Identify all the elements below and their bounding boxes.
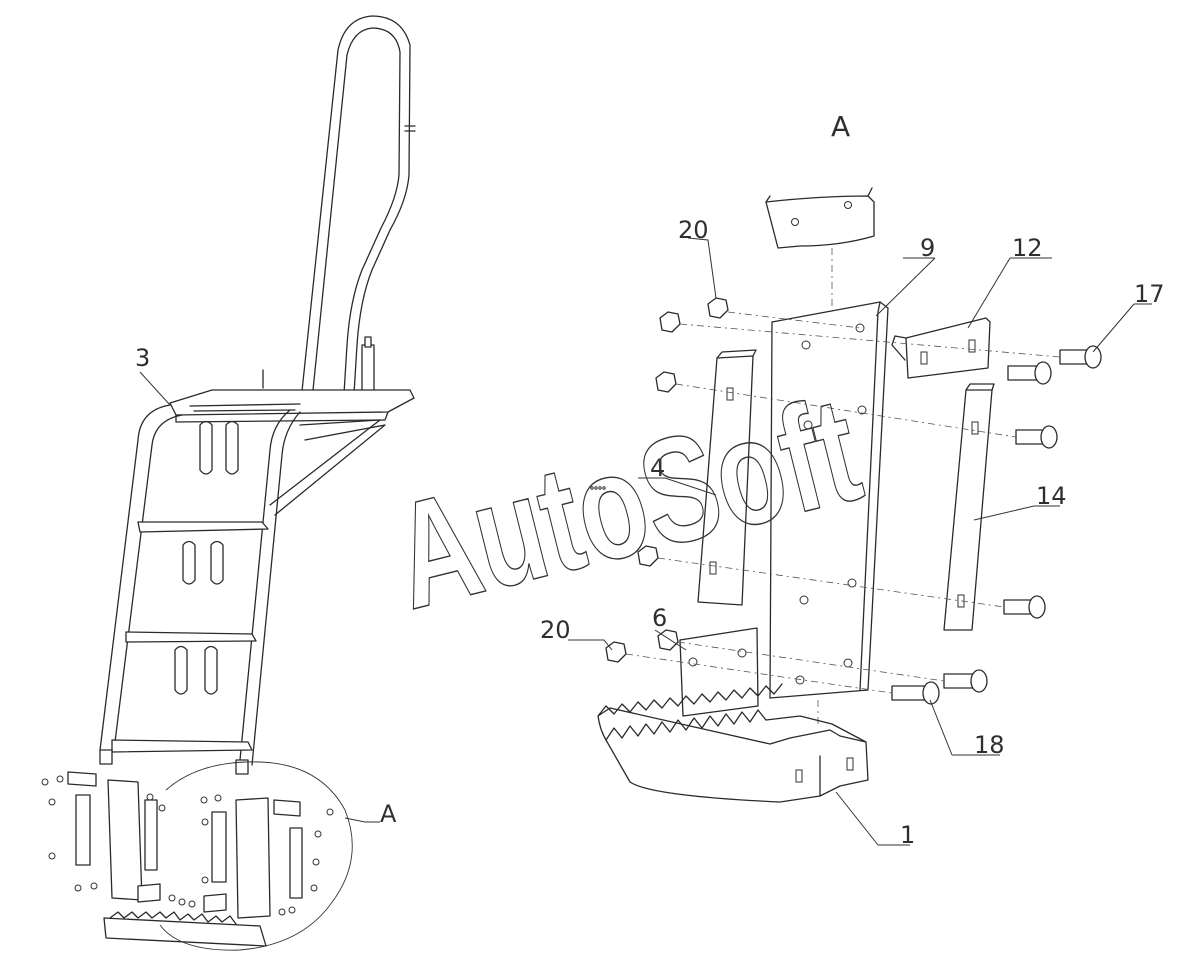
callout-14: 14	[1036, 482, 1067, 510]
callout-4: 4	[650, 454, 665, 482]
step-tread	[597, 683, 869, 803]
mini-exploded-views	[41, 761, 353, 951]
view-label-a: A	[831, 110, 850, 143]
callout-detail-a: A	[380, 800, 397, 828]
callout-17: 17	[1134, 280, 1165, 308]
callout-20-top: 20	[678, 216, 709, 244]
callout-1: 1	[900, 821, 915, 849]
callout-6: 6	[652, 604, 667, 632]
bolts	[891, 345, 1102, 705]
callout-20-bottom: 20	[540, 616, 571, 644]
ladder-assembly	[99, 15, 416, 775]
detail-view-a	[139, 187, 1152, 846]
callout-9: 9	[920, 234, 935, 262]
assembly-axes	[625, 311, 1061, 728]
callout-labels: A 3 A 20 9 12 17 4 14 6 20 18 1	[135, 110, 1165, 849]
callout-18: 18	[974, 731, 1005, 759]
callout-3: 3	[135, 344, 150, 372]
leader-lines	[139, 237, 1152, 846]
callout-12: 12	[1012, 234, 1043, 262]
